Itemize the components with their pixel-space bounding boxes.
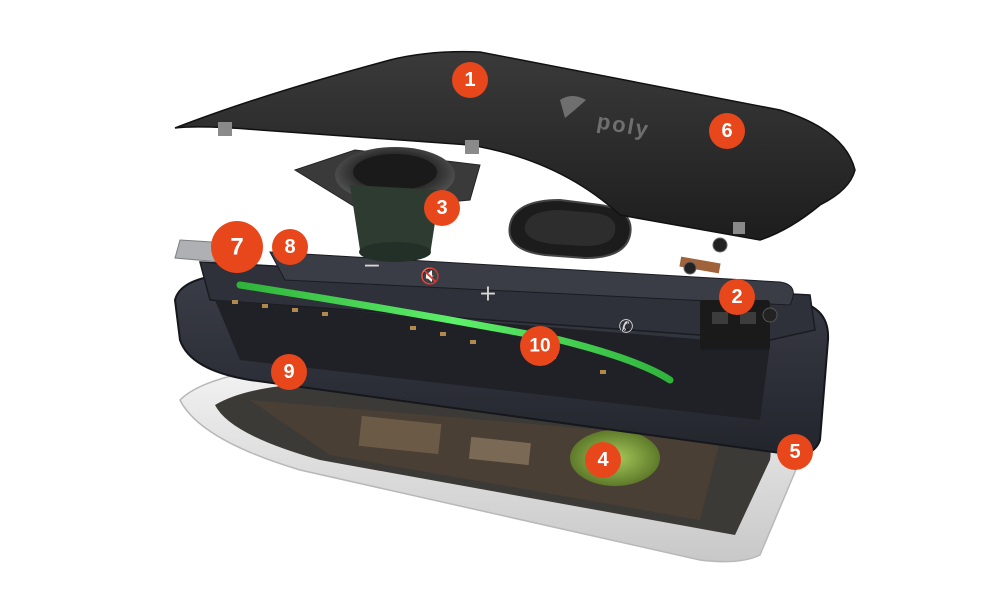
callout-2-label: 2 bbox=[731, 286, 742, 308]
callout-8: 8 bbox=[272, 229, 308, 265]
callout-7-label: 7 bbox=[230, 234, 243, 261]
callout-3-label: 3 bbox=[436, 197, 447, 219]
callout-4: 4 bbox=[585, 442, 621, 478]
callout-1: 1 bbox=[452, 62, 488, 98]
led-light-bar bbox=[236, 281, 674, 384]
volume-up-button[interactable]: + bbox=[479, 282, 497, 307]
copper-contact bbox=[679, 237, 728, 275]
speaker-driver bbox=[293, 147, 481, 262]
callout-6-label: 6 bbox=[721, 120, 732, 142]
call-button[interactable]: ✆ bbox=[618, 317, 633, 338]
callout-1-label: 1 bbox=[464, 69, 475, 91]
top-cover: poly bbox=[174, 50, 856, 241]
connector-block bbox=[700, 300, 778, 350]
callout-9: 9 bbox=[271, 354, 307, 390]
callout-8-label: 8 bbox=[284, 236, 295, 258]
callout-5: 5 bbox=[777, 434, 813, 470]
callout-9-label: 9 bbox=[283, 361, 294, 383]
callout-2: 2 bbox=[719, 279, 755, 315]
callout-7: 7 bbox=[211, 221, 263, 273]
callout-5-label: 5 bbox=[789, 441, 800, 463]
mute-button[interactable]: 🔇 bbox=[420, 267, 440, 286]
callout-10: 10 bbox=[520, 326, 560, 366]
callout-3: 3 bbox=[424, 190, 460, 226]
callout-6: 6 bbox=[709, 113, 745, 149]
callout-4-label: 4 bbox=[597, 449, 609, 471]
callout-10-label: 10 bbox=[529, 336, 550, 357]
callout-group: 1 2 3 4 5 6 7 8 bbox=[211, 62, 813, 478]
passive-radiator bbox=[508, 198, 632, 260]
main-chassis bbox=[173, 251, 830, 457]
